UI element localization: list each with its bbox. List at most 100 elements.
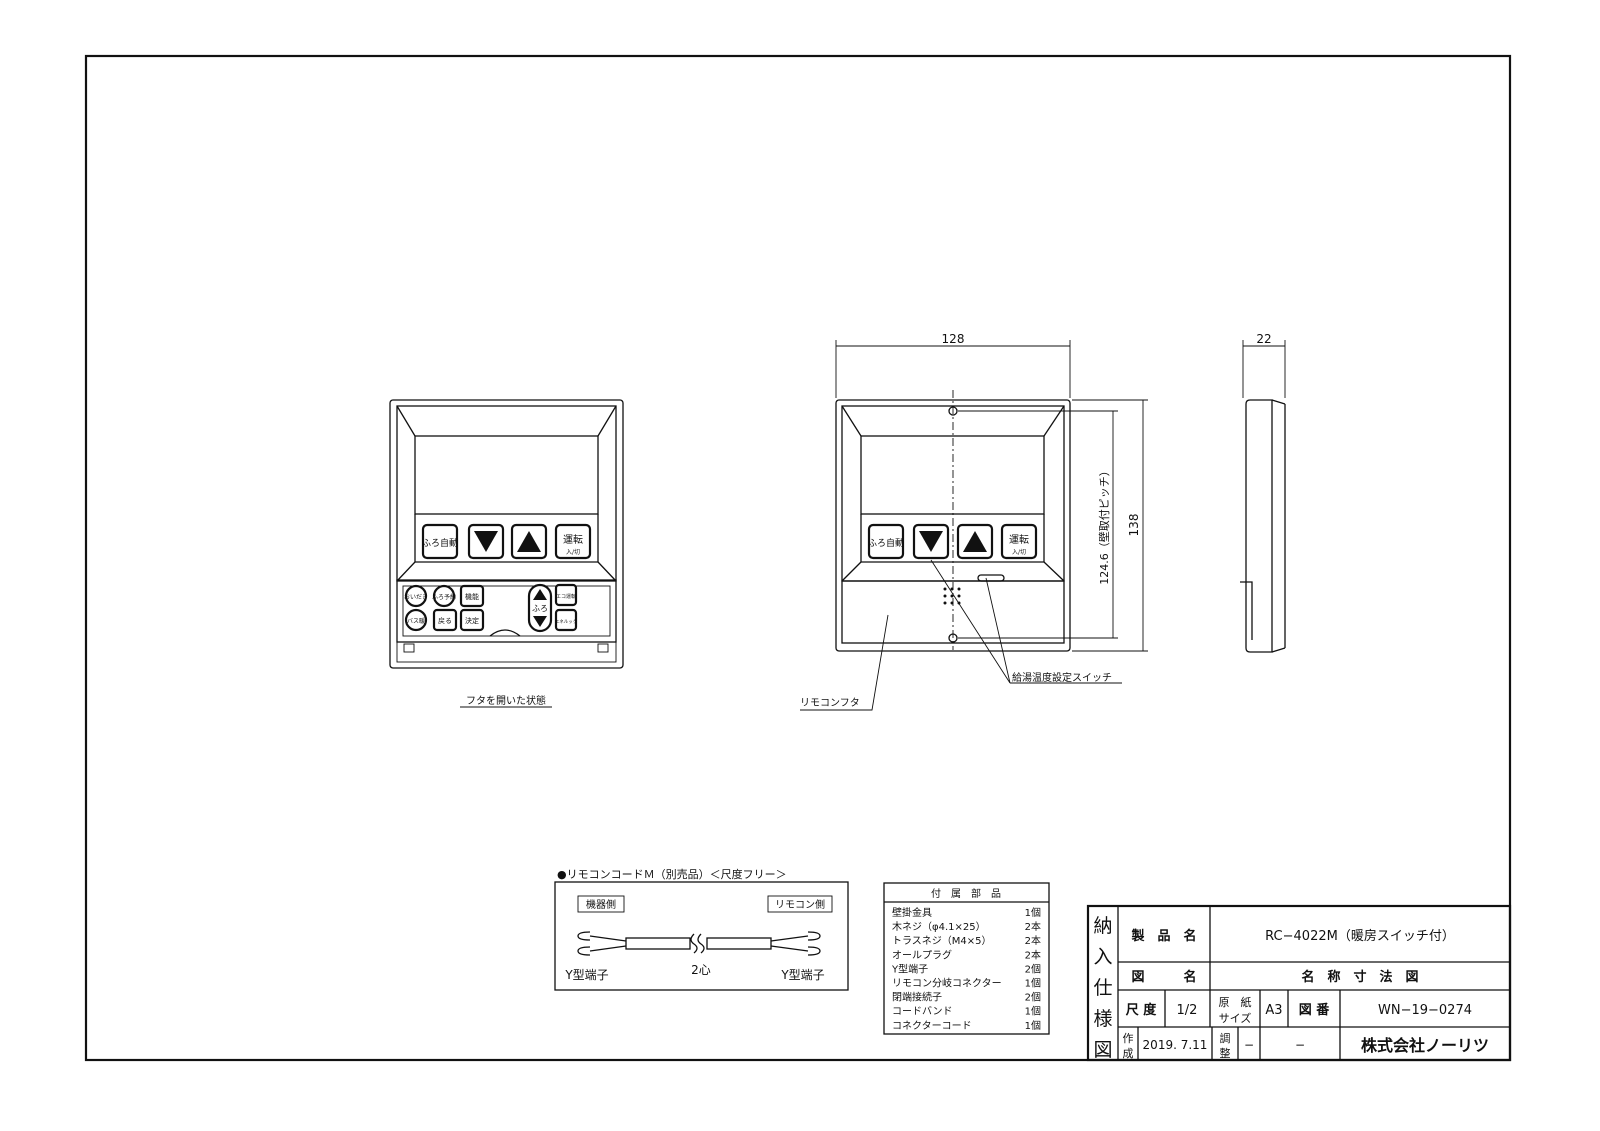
doc-type-char: 様 bbox=[1093, 1008, 1112, 1030]
bath-heater-button[interactable] bbox=[404, 608, 428, 632]
part-name: Y型端子 bbox=[891, 962, 928, 975]
parts-header: 付 属 部 品 bbox=[931, 887, 1001, 900]
drawing-value: 名 称 寸 法 図 bbox=[1301, 969, 1418, 985]
reheat-label: おいだき bbox=[404, 594, 428, 601]
back-button[interactable] bbox=[432, 608, 458, 632]
width-dimension: 128 bbox=[942, 332, 965, 346]
cord-right bbox=[706, 937, 772, 950]
part-qty: 2本 bbox=[1025, 920, 1041, 933]
lid-label: リモコンフタ bbox=[800, 697, 860, 709]
run-sub-label: 入/切 bbox=[1012, 549, 1026, 556]
part-name: オールプラグ bbox=[892, 948, 952, 961]
up-arrow-icon bbox=[533, 589, 547, 600]
doc-type-char: 図 bbox=[1093, 1039, 1112, 1061]
created-label: 作 bbox=[1123, 1032, 1134, 1045]
paper-label: サイズ bbox=[1219, 1011, 1252, 1025]
adjust-value: − bbox=[1295, 1038, 1305, 1052]
reheat-button[interactable] bbox=[404, 584, 428, 608]
run-label: 運転 bbox=[563, 534, 583, 546]
down-arrow-icon bbox=[474, 531, 498, 552]
open-view-caption: フタを開いた状態 bbox=[466, 694, 546, 707]
part-qty: 1個 bbox=[1025, 1019, 1041, 1032]
scale-label: 尺 度 bbox=[1126, 1002, 1158, 1018]
open-lid-view: ふろ自動 運転 入/切 おいだき ふろ予約 機能 バス暖 戻る 決定 ふろ エコ… bbox=[389, 399, 624, 708]
doc-type-char: 入 bbox=[1093, 946, 1112, 968]
up-arrow-icon bbox=[963, 531, 987, 552]
part-qty: 1個 bbox=[1025, 1005, 1041, 1018]
paper-label: 原 紙 bbox=[1219, 995, 1252, 1009]
function-label: 機能 bbox=[465, 592, 479, 601]
function-button[interactable] bbox=[459, 584, 485, 608]
confirm-label: 決定 bbox=[465, 616, 479, 625]
sheet-border bbox=[84, 54, 1512, 1062]
bath-auto-label: ふろ自動 bbox=[422, 537, 458, 549]
doc-type-char: 仕 bbox=[1093, 977, 1112, 999]
down-arrow-icon bbox=[533, 616, 547, 627]
part-qty: 1個 bbox=[1025, 977, 1041, 990]
drawing-number: WN−19−0274 bbox=[1378, 1003, 1472, 1018]
adjust-value: − bbox=[1244, 1038, 1254, 1052]
paper-value: A3 bbox=[1265, 1003, 1282, 1018]
height-dimension: 138 bbox=[1127, 514, 1141, 537]
depth-dimension: 22 bbox=[1256, 332, 1271, 346]
part-name: 壁掛金具 bbox=[892, 906, 932, 919]
eco-button[interactable] bbox=[554, 583, 578, 607]
run-button[interactable] bbox=[554, 523, 592, 560]
remote-side-tag: リモコン側 bbox=[775, 898, 825, 911]
up-arrow-icon bbox=[517, 531, 541, 552]
product-value: RC−4022M（暖房スイッチ付） bbox=[1265, 928, 1455, 944]
part-name: リモコン分岐コネクター bbox=[892, 977, 1002, 990]
adjust-label: 整 bbox=[1220, 1046, 1231, 1060]
scale-value: 1/2 bbox=[1177, 1003, 1198, 1018]
number-label: 図 番 bbox=[1299, 1002, 1331, 1018]
bath-reserve-button[interactable] bbox=[432, 584, 456, 608]
part-name: トラスネジ（M4×5） bbox=[892, 935, 992, 947]
run-button[interactable] bbox=[1000, 523, 1038, 560]
lcd-display bbox=[860, 435, 1045, 515]
cord-left bbox=[625, 937, 691, 950]
bath-auto-button[interactable] bbox=[867, 523, 905, 560]
bath-temp-label: ふろ bbox=[532, 604, 548, 613]
device-side-tag: 機器側 bbox=[586, 898, 616, 911]
company-logo: 株式会社ノーリツ bbox=[1361, 1036, 1489, 1055]
enelook-button[interactable] bbox=[554, 608, 578, 632]
bath-reserve-label: ふろ予約 bbox=[432, 593, 456, 601]
bath-heater-label: バス暖 bbox=[407, 617, 425, 625]
run-label: 運転 bbox=[1009, 534, 1029, 546]
front-view: ふろ自動 運転 入/切 128 138 124.6（壁取付ピッチ） リモコンフタ… bbox=[800, 332, 1148, 711]
product-label: 製 品 名 bbox=[1130, 928, 1196, 944]
drawing-label: 図 名 bbox=[1131, 969, 1196, 985]
part-name: 木ネジ（φ4.1×25） bbox=[892, 921, 986, 933]
doc-type-char: 納 bbox=[1093, 915, 1112, 937]
adjust-label: 調 bbox=[1220, 1031, 1231, 1045]
left-terminal-label: Y型端子 bbox=[564, 968, 608, 982]
enelook-label: エネルック bbox=[555, 619, 578, 625]
part-qty: 2本 bbox=[1025, 934, 1041, 947]
side-view: 22 bbox=[1240, 332, 1286, 653]
bath-auto-button[interactable] bbox=[421, 523, 459, 560]
part-qty: 1個 bbox=[1025, 906, 1041, 919]
right-terminal-label: Y型端子 bbox=[780, 968, 824, 982]
part-name: 閉端接続子 bbox=[892, 991, 942, 1004]
created-label: 成 bbox=[1123, 1047, 1134, 1060]
part-name: コネクターコード bbox=[892, 1020, 972, 1032]
switch-label: 給湯温度設定スイッチ bbox=[1012, 671, 1112, 684]
cord-title: ●リモコンコードＭ（別売品）＜尺度フリー＞ bbox=[557, 867, 787, 881]
down-arrow-icon bbox=[919, 531, 943, 552]
pitch-dimension: 124.6（壁取付ピッチ） bbox=[1097, 465, 1111, 585]
created-date: 2019. 7.11 bbox=[1143, 1038, 1208, 1052]
part-name: コードバンド bbox=[892, 1006, 953, 1018]
eco-label: エコ運転 bbox=[556, 594, 576, 600]
bath-temp-rocker[interactable] bbox=[527, 583, 553, 633]
core-label: 2心 bbox=[691, 963, 711, 977]
bath-auto-label: ふろ自動 bbox=[868, 537, 904, 549]
remote-cord-section: ●リモコンコードＭ（別売品）＜尺度フリー＞ 機器側 リモコン側 Y型端子 2心 … bbox=[554, 867, 849, 991]
part-qty: 2個 bbox=[1025, 991, 1041, 1004]
title-block: 納 入 仕 様 図 製 品 名 RC−4022M（暖房スイッチ付） 図 名 名 … bbox=[1086, 904, 1512, 1062]
lcd-display bbox=[414, 435, 599, 515]
run-sub-label: 入/切 bbox=[566, 549, 580, 556]
confirm-button[interactable] bbox=[459, 608, 485, 632]
part-qty: 2個 bbox=[1025, 962, 1041, 975]
